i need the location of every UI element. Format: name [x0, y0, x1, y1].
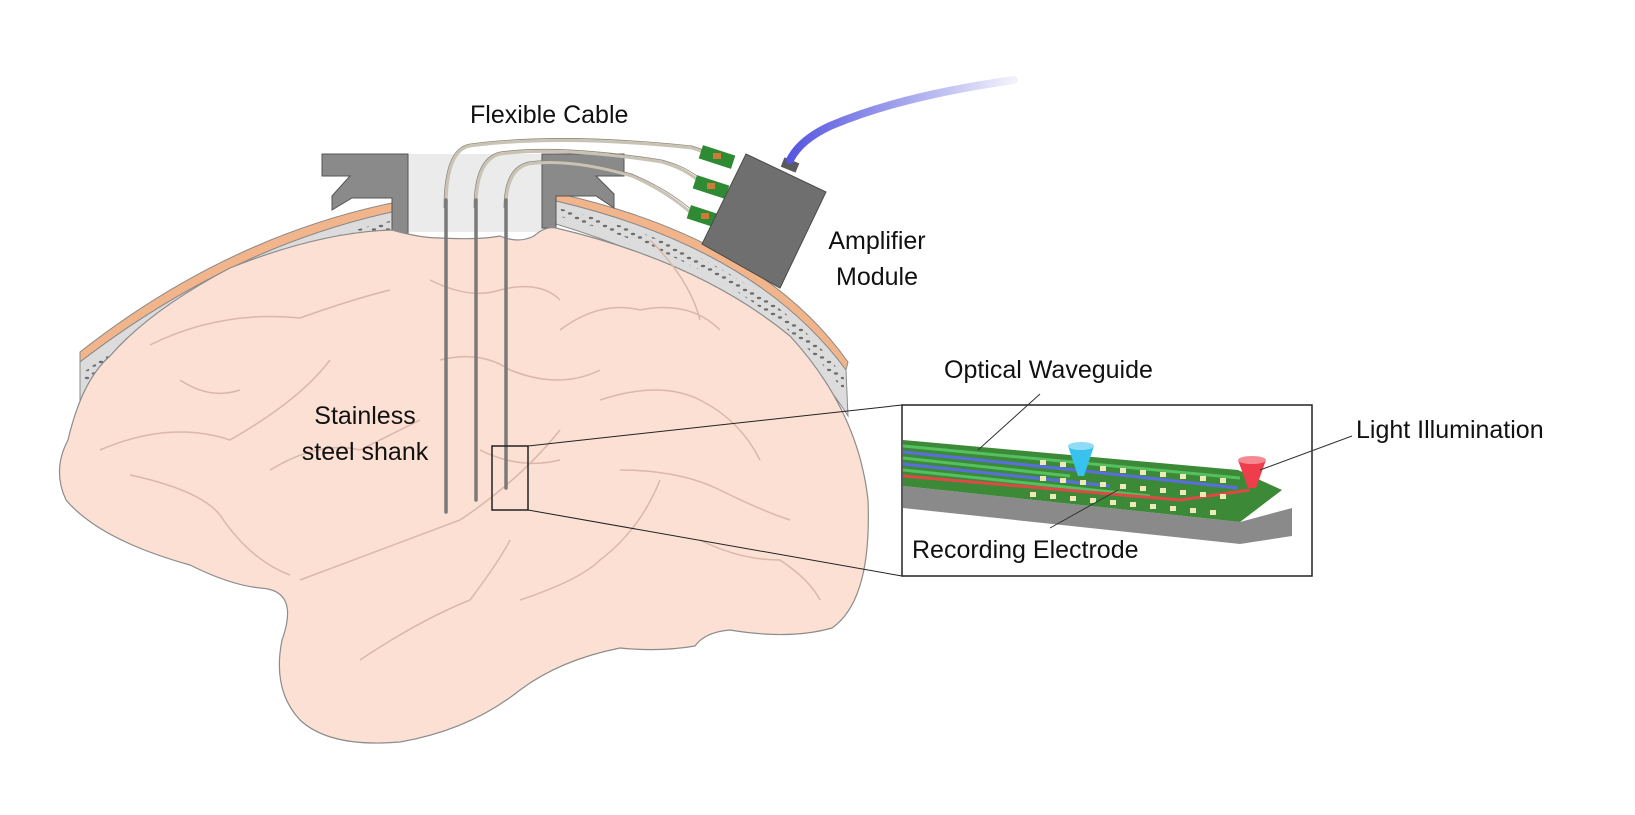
optical-fiber — [786, 76, 1018, 164]
label-flexible-cable: Flexible Cable — [470, 101, 629, 129]
brain-outline — [58, 227, 869, 744]
leader-optical-waveguide — [977, 393, 1041, 451]
label-stainless-steel-shank: Stainless steel shank — [290, 398, 440, 470]
probe-assembly — [443, 76, 1018, 514]
zoom-line-top — [527, 404, 903, 447]
light-cone-blue — [1068, 446, 1094, 476]
flexible-cables-edge — [443, 138, 715, 221]
amplifier-module — [701, 153, 827, 289]
craniotomy-opening — [392, 154, 556, 232]
amplifier-connector — [780, 157, 800, 173]
leader-light-illumination — [1259, 435, 1353, 471]
zoom-callout — [491, 404, 903, 577]
label-recording-electrode: Recording Electrode — [912, 536, 1139, 564]
brain — [58, 227, 869, 744]
leader-recording-electrode — [1049, 489, 1119, 529]
recording-electrodes — [1030, 460, 1226, 515]
headstage — [321, 153, 625, 237]
zoom-source-box — [491, 445, 529, 511]
label-light-illumination: Light Illumination — [1356, 416, 1544, 444]
label-amplifier-module: Amplifier Module — [812, 223, 942, 295]
label-amplifier-line1: Amplifier — [828, 227, 926, 255]
label-shank-line2: steel shank — [301, 438, 429, 466]
probe-traces — [902, 444, 1251, 502]
flexible-cables — [444, 138, 714, 224]
label-shank-line1: Stainless — [314, 402, 416, 430]
label-optical-waveguide: Optical Waveguide — [944, 356, 1153, 384]
probe-substrate-side — [903, 486, 1292, 544]
label-amplifier-line2: Module — [836, 263, 918, 291]
brain-folds — [99, 239, 821, 661]
stainless-steel-shanks — [444, 198, 508, 514]
light-cone-red — [1238, 460, 1266, 488]
zoom-line-bottom — [527, 509, 903, 577]
leader-lines — [977, 393, 1353, 529]
probe-inset — [901, 404, 1313, 577]
headstage-left-clamp — [321, 153, 409, 237]
